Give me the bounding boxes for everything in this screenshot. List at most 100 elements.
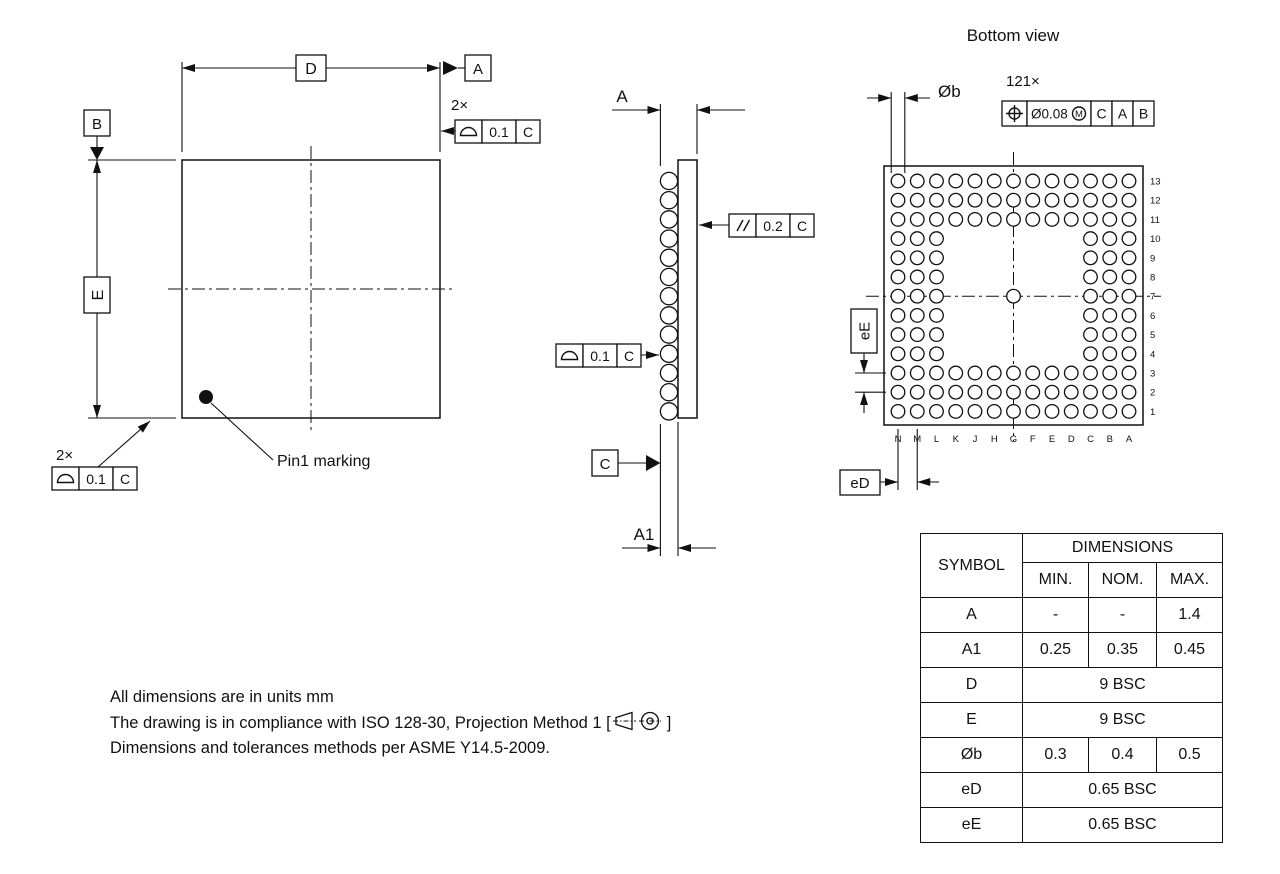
ball-G1 xyxy=(1006,403,1021,419)
ball-B11 xyxy=(1102,211,1118,227)
cell-nom: 0.35 xyxy=(1088,632,1157,668)
ball-G7 xyxy=(1006,288,1021,304)
ball-B7 xyxy=(1102,288,1118,304)
cell-nom: 0.4 xyxy=(1088,737,1157,773)
ball-N10 xyxy=(890,231,906,247)
ball-C6 xyxy=(1083,307,1098,323)
row-label-6: 6 xyxy=(1150,311,1155,322)
ball-N7 xyxy=(890,288,906,304)
ball-H1 xyxy=(986,403,1002,419)
ball-M1 xyxy=(909,403,925,419)
cell-min: 0.3 xyxy=(1022,737,1089,773)
profile-of-surface-icon xyxy=(560,350,579,361)
ball-C8 xyxy=(1083,269,1098,285)
fcf-position-datum-1: C xyxy=(1096,106,1106,122)
ball-M13 xyxy=(909,173,925,189)
ball-B9 xyxy=(1102,250,1118,266)
cell-span-value: 9 BSC xyxy=(1022,667,1223,703)
ball-M2 xyxy=(909,384,925,400)
ball-C4 xyxy=(1083,346,1098,362)
datum-a-triangle xyxy=(443,61,458,75)
datum-b: B xyxy=(83,109,111,160)
ball-D1 xyxy=(1063,403,1079,419)
ball-B10 xyxy=(1102,231,1118,247)
ball-B1 xyxy=(1102,403,1118,419)
ball-D13 xyxy=(1063,173,1079,189)
datum-c: C xyxy=(591,449,661,477)
ball-A2 xyxy=(1121,384,1137,400)
row-label-11: 11 xyxy=(1150,215,1160,226)
ball-E3 xyxy=(1044,365,1060,381)
row-label-8: 8 xyxy=(1150,273,1155,284)
column-label-B: B xyxy=(1107,434,1113,445)
ball-B12 xyxy=(1102,192,1118,208)
side-view: A 0.2 C 0.1 C C xyxy=(555,87,815,556)
ball-M8 xyxy=(909,269,925,285)
row-label-13: 13 xyxy=(1150,177,1161,188)
ball-M5 xyxy=(909,327,925,343)
cell-nom: - xyxy=(1088,597,1157,633)
count-top-label: 2× xyxy=(451,97,468,114)
row-label-5: 5 xyxy=(1150,330,1155,341)
ball-G11 xyxy=(1006,211,1021,227)
fcf-profile-side-tolerance: 0.1 xyxy=(590,348,610,364)
ball-D12 xyxy=(1063,192,1079,208)
ball-B4 xyxy=(1102,346,1118,362)
ball-M3 xyxy=(909,365,925,381)
side-ball xyxy=(659,382,679,402)
side-ball xyxy=(659,325,679,344)
column-label-D: D xyxy=(1068,434,1075,445)
ball-C10 xyxy=(1083,231,1098,247)
side-ball xyxy=(659,363,679,383)
first-angle-projection-icon xyxy=(612,711,661,731)
cell-symbol: Øb xyxy=(920,737,1023,773)
ball-B5 xyxy=(1102,327,1118,343)
ball-D2 xyxy=(1063,384,1079,400)
package-body-side xyxy=(677,159,698,419)
column-label-H: H xyxy=(991,434,998,445)
cell-symbol: D xyxy=(920,667,1023,703)
column-label-A: A xyxy=(1126,434,1133,445)
ball-grid xyxy=(890,173,1137,419)
column-label-G: G xyxy=(1010,434,1017,445)
table-head: SYMBOL DIMENSIONS MIN. NOM. MAX. xyxy=(920,533,1223,598)
ball-K2 xyxy=(948,384,964,400)
cell-span-value: 0.65 BSC xyxy=(1022,772,1223,808)
note-line-2-close: ] xyxy=(666,714,672,732)
ball-E11 xyxy=(1044,211,1060,227)
cell-symbol: A1 xyxy=(920,632,1023,668)
ball-M11 xyxy=(909,211,925,227)
ball-F11 xyxy=(1025,211,1041,227)
fcf-top-datum: C xyxy=(523,124,533,140)
note-line-1: All dimensions are in units mm xyxy=(110,688,334,706)
ball-K13 xyxy=(948,173,964,189)
side-ball xyxy=(659,344,679,364)
ball-E12 xyxy=(1044,192,1060,208)
ball-K11 xyxy=(948,211,964,227)
side-ball xyxy=(659,248,679,268)
fcf-parallelism-tolerance: 0.2 xyxy=(763,218,783,234)
fcf-top-tolerance: 0.1 xyxy=(489,124,509,140)
ball-L11 xyxy=(929,211,944,227)
ball-D11 xyxy=(1063,211,1079,227)
table-row-A: A--1.4 xyxy=(920,597,1223,633)
cell-symbol: E xyxy=(920,702,1023,738)
fcf-parallelism: 0.2 C xyxy=(699,213,815,238)
ball-F1 xyxy=(1025,403,1041,419)
fcf-profile-side: 0.1 C xyxy=(555,343,659,368)
ball-A7 xyxy=(1121,288,1137,304)
ball-H12 xyxy=(986,192,1002,208)
fcf-bottom-datum: C xyxy=(120,471,130,487)
ball-N12 xyxy=(890,192,906,208)
dim-d-label: D xyxy=(305,61,317,78)
cell-min: 0.25 xyxy=(1022,632,1089,668)
side-ball xyxy=(659,286,679,306)
row-label-10: 10 xyxy=(1150,234,1161,245)
datum-c-label: C xyxy=(600,456,611,473)
ball-K3 xyxy=(948,365,964,381)
dim-a1-label: A1 xyxy=(634,525,655,544)
ball-B13 xyxy=(1102,173,1118,189)
cell-symbol: eD xyxy=(920,772,1023,808)
